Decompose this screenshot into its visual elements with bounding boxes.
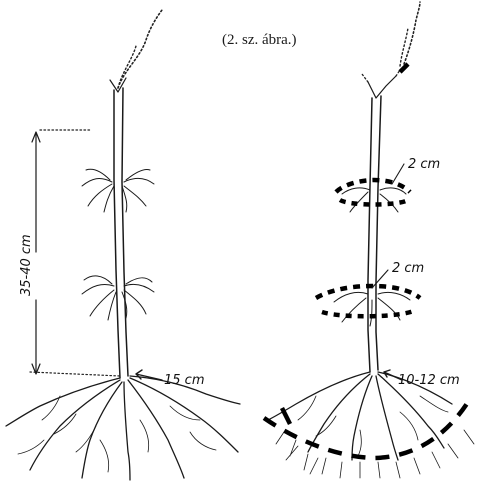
left-stem-edge	[122, 88, 128, 376]
right-stem-fork	[368, 76, 396, 98]
right-upper-label: 2 cm	[408, 157, 440, 172]
right-stem-dotted-top	[362, 70, 400, 82]
right-base-label: 10-12 cm	[398, 373, 460, 388]
right-upper-roots: 2 cm	[336, 157, 440, 212]
figure-caption: (2. sz. ábra.)	[222, 32, 297, 48]
left-base-roots	[6, 372, 240, 480]
left-plant: 35-40 cm 15 cm	[6, 10, 240, 480]
right-middle-label: 2 cm	[392, 261, 424, 276]
left-root-label: 15 cm	[164, 373, 205, 388]
right-middle-roots: 2 cm	[316, 261, 424, 326]
left-stem	[114, 90, 120, 378]
right-stem-edge	[376, 96, 381, 370]
right-shoot-tip-2	[400, 28, 408, 66]
right-shoot-cut	[400, 64, 408, 72]
left-shoot-tip-2	[118, 46, 136, 88]
height-label: 35-40 cm	[19, 234, 34, 296]
left-shoot-tip	[118, 10, 162, 88]
right-stem	[368, 98, 372, 372]
right-plant: 2 cm 2 cm 10-12 cm	[264, 2, 474, 478]
height-measure: 35-40 cm	[19, 130, 92, 374]
left-upper-roots	[82, 169, 154, 212]
